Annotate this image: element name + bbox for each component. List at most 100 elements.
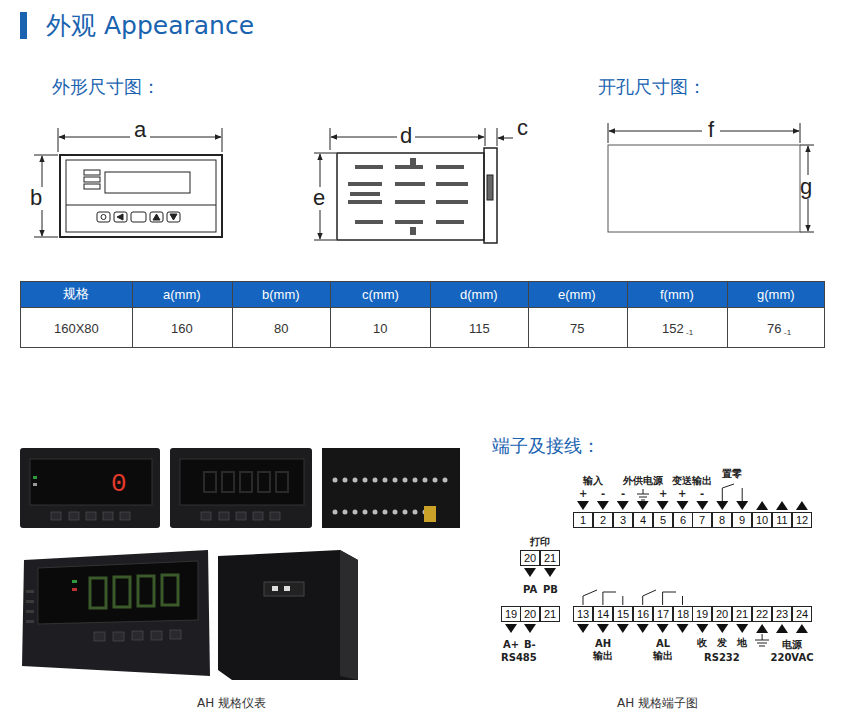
label: 置零: [722, 467, 742, 481]
terminal-box: 14: [593, 606, 613, 622]
label: 开孔尺寸图：: [598, 75, 706, 99]
terminal-number: 20: [521, 551, 539, 565]
label: 76: [767, 321, 781, 336]
terminal-number: 5: [654, 513, 672, 527]
label: 115: [469, 321, 490, 336]
label: RS485: [501, 652, 537, 663]
terminal-box: 3: [613, 512, 633, 528]
terminal-number: 1: [574, 513, 592, 527]
terminal-box: 18: [673, 606, 693, 622]
title-bar: [20, 12, 27, 39]
label: PA: [523, 584, 537, 595]
terminal-triangle: [736, 624, 748, 633]
label: -1: [784, 328, 791, 337]
terminal-box: 19: [501, 606, 521, 622]
terminal-box: 4: [633, 512, 653, 528]
terminal-box: 20: [520, 606, 540, 622]
dimension-lines: [34, 123, 814, 240]
label: 收: [697, 636, 707, 650]
terminal-number: 15: [614, 607, 632, 621]
terminal-number: 6: [674, 513, 692, 527]
terminal-box: 9: [732, 512, 752, 528]
terminal-triangle: [597, 624, 609, 633]
label: g: [800, 174, 812, 200]
label: 160: [171, 321, 193, 336]
terminal-triangle: [657, 501, 669, 510]
terminal-triangle: [577, 624, 589, 633]
terminal-box: 22: [752, 606, 772, 622]
terminal-number: 4: [634, 513, 652, 527]
terminal-triangle: [796, 501, 808, 510]
terminal-box: 15: [613, 606, 633, 622]
terminal-triangle: [677, 501, 689, 510]
terminal-number: 13: [574, 607, 592, 621]
spec-table: [20, 281, 825, 348]
terminal-triangle: [524, 568, 536, 577]
terminal-number: 23: [773, 607, 791, 621]
terminal-triangle: [716, 501, 728, 510]
terminal-triangle: [505, 624, 517, 633]
terminal-box: 23: [772, 606, 792, 622]
terminal-triangle: [524, 624, 536, 633]
terminal-number: 18: [674, 607, 692, 621]
terminal-triangle: [776, 501, 788, 510]
label: e(mm): [558, 287, 596, 302]
terminal-triangle: [696, 501, 708, 510]
label: B-: [524, 639, 536, 650]
label: 变送输出: [672, 474, 712, 488]
terminal-number: 19: [693, 607, 711, 621]
terminal-box: 5: [653, 512, 673, 528]
terminal-box: 12: [792, 512, 812, 528]
label: g(mm): [757, 287, 795, 302]
terminal-number: 7: [693, 513, 711, 527]
label: 端子及接线：: [492, 434, 600, 458]
label: a: [134, 117, 146, 143]
label: AH 输出: [590, 638, 616, 663]
terminal-number: 14: [594, 607, 612, 621]
label: -1: [686, 328, 693, 337]
terminal-triangle: [577, 501, 589, 510]
terminal-number: 17: [654, 607, 672, 621]
terminal-triangle: [637, 624, 649, 633]
terminal-number: 2: [594, 513, 612, 527]
label: AH 规格端子图: [617, 695, 698, 712]
terminal-triangle: [677, 624, 689, 633]
terminal-number: 8: [713, 513, 731, 527]
terminal-box: 21: [540, 550, 560, 566]
page-title: 外观 Appearance: [46, 9, 254, 42]
label: f: [708, 117, 714, 143]
label: 10: [373, 321, 387, 336]
terminal-box: 13: [573, 606, 593, 622]
label: 外供电源: [623, 474, 663, 488]
terminal-number: 22: [753, 607, 771, 621]
terminal-number: 20: [713, 607, 731, 621]
label: 地: [737, 636, 747, 650]
terminal-triangle: [617, 624, 629, 633]
terminal-number: 20: [521, 607, 539, 621]
terminal-box: 19: [692, 606, 712, 622]
terminal-box: 20: [520, 550, 540, 566]
terminal-triangle: [796, 624, 808, 633]
label: 电源 220VAC: [770, 638, 814, 663]
terminal-box: 2: [593, 512, 613, 528]
label: 输入: [583, 474, 603, 488]
label: f(mm): [660, 287, 694, 302]
terminal-number: 9: [733, 513, 751, 527]
label: b: [30, 185, 42, 211]
label: RS232: [704, 652, 740, 663]
terminal-triangle: [756, 624, 768, 633]
terminal-number: 21: [541, 607, 559, 621]
label: -: [700, 488, 704, 499]
label: 0: [111, 469, 127, 499]
label: 外形尺寸图：: [52, 75, 160, 99]
terminal-triangle: [736, 501, 748, 510]
terminal-box: 11: [772, 512, 792, 528]
label: a(mm): [163, 287, 201, 302]
label: AH 规格仪表: [197, 695, 266, 712]
terminal-number: 24: [793, 607, 811, 621]
label: +: [678, 488, 686, 499]
terminal-number: 3: [614, 513, 632, 527]
terminal-number: 12: [793, 513, 811, 527]
terminal-triangle: [657, 624, 669, 633]
